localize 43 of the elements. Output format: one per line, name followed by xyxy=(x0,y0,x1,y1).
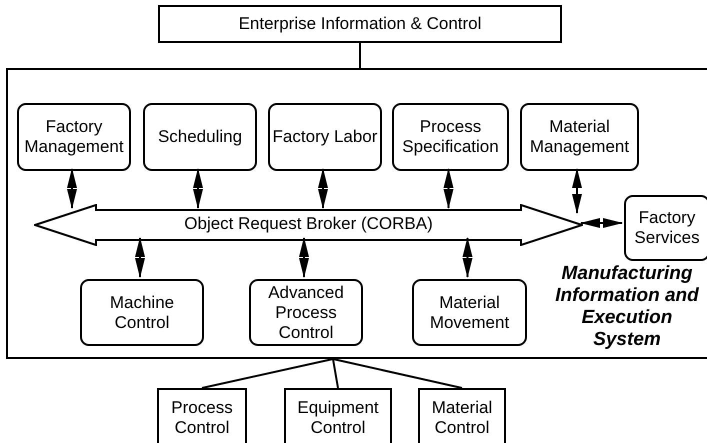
module-box xyxy=(268,103,382,171)
double-arrow xyxy=(193,168,203,209)
module-box xyxy=(80,279,204,346)
box-label: Material Control xyxy=(430,398,494,438)
process-box xyxy=(157,388,247,443)
box-label: Machine Control xyxy=(108,292,176,332)
box-label: Advanced Process Control xyxy=(267,282,345,342)
box-label: Factory Services xyxy=(633,208,701,248)
double-arrow xyxy=(318,168,328,209)
module-box xyxy=(17,103,131,171)
process-box xyxy=(158,5,562,43)
process-box xyxy=(418,388,506,443)
box-label: Material Management xyxy=(528,117,630,157)
system-title: Manufacturing Information and Execution System xyxy=(554,263,700,351)
box-label: Scheduling xyxy=(158,127,242,147)
double-arrow xyxy=(444,168,454,209)
box-label: Material Movement xyxy=(428,292,510,332)
connector-line xyxy=(202,358,334,389)
box-label: Process Specification xyxy=(401,117,500,157)
box-label: Enterprise Information & Control xyxy=(238,14,482,34)
module-box xyxy=(624,195,707,261)
connector-line xyxy=(359,43,361,68)
double-arrow xyxy=(462,237,472,278)
connector-line xyxy=(332,358,462,389)
box-label: Factory Management xyxy=(23,117,125,157)
bus-label: Object Request Broker (CORBA) xyxy=(184,214,433,234)
double-arrow xyxy=(299,237,309,278)
connector-line xyxy=(332,358,339,388)
process-box xyxy=(284,388,392,443)
double-arrow xyxy=(135,237,145,278)
module-box xyxy=(520,103,639,171)
double-arrow xyxy=(67,168,77,209)
module-box xyxy=(143,103,257,171)
module-box xyxy=(392,103,509,171)
double-arrow xyxy=(580,218,623,228)
box-label: Factory Labor xyxy=(272,127,378,147)
double-arrow xyxy=(572,168,582,214)
module-box xyxy=(412,279,527,346)
system-frame xyxy=(6,68,707,359)
module-box xyxy=(249,279,363,346)
bus-arrow xyxy=(34,204,583,246)
box-label: Process Control xyxy=(170,398,234,438)
box-label: Equipment Control xyxy=(296,398,380,438)
